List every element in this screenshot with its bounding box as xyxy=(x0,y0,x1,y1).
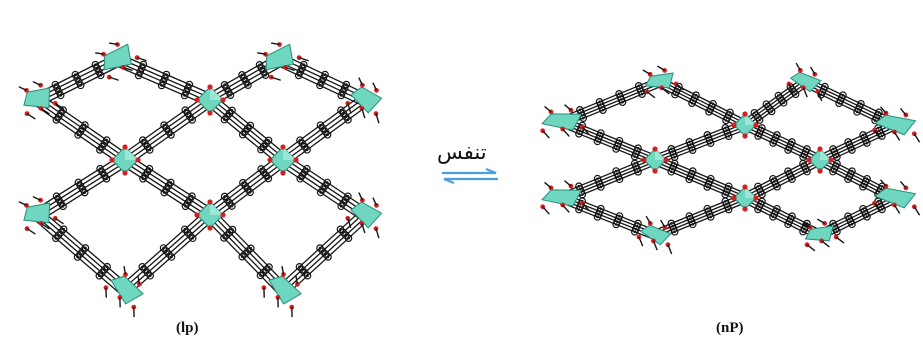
organic-linker xyxy=(121,94,214,166)
oxygen-atom xyxy=(742,206,748,212)
metal-node xyxy=(731,184,759,212)
metal-node xyxy=(194,199,226,231)
oxygen-atom xyxy=(194,212,200,218)
metal-chain xyxy=(636,215,673,255)
oxygen-atom xyxy=(194,97,200,103)
organic-linker xyxy=(121,154,214,221)
metal-chain xyxy=(872,106,921,143)
organic-linker xyxy=(115,53,213,107)
metal-chain xyxy=(786,62,823,102)
organic-linker xyxy=(34,154,129,221)
oxygen-atom xyxy=(731,122,737,128)
narrow-pore-caption: (nP) xyxy=(716,320,744,336)
oxygen-atom xyxy=(122,144,128,150)
oxygen-atom xyxy=(731,195,737,201)
organic-linker xyxy=(277,53,368,107)
organic-linker xyxy=(205,154,288,221)
organic-linker xyxy=(279,154,369,221)
metal-node xyxy=(194,84,226,116)
oxygen-atom xyxy=(280,144,286,150)
oxygen-atom xyxy=(207,199,213,205)
metal-node xyxy=(806,146,834,174)
oxygen-atom xyxy=(817,146,823,152)
organic-linker xyxy=(34,94,129,166)
metal-node xyxy=(641,146,669,174)
metal-chain xyxy=(540,180,590,215)
organic-linker xyxy=(205,94,288,166)
metal-node xyxy=(109,144,141,176)
oxygen-atom xyxy=(122,170,128,176)
breathing-label: تنفس xyxy=(437,140,487,164)
oxygen-atom xyxy=(207,110,213,116)
metal-node xyxy=(267,144,299,176)
organic-linker xyxy=(279,94,369,166)
organic-linker xyxy=(560,193,657,240)
metal-chain xyxy=(642,65,685,99)
metal-chain xyxy=(103,265,144,318)
oxygen-atom xyxy=(293,157,299,163)
oxygen-atom xyxy=(817,168,823,174)
organic-linker xyxy=(560,117,657,165)
narrow-pore-framework xyxy=(540,62,921,255)
oxygen-atom xyxy=(806,157,812,163)
metal-chain xyxy=(540,104,590,139)
metal-chain xyxy=(345,192,383,239)
organic-linker xyxy=(742,120,823,165)
oxygen-atom xyxy=(753,122,759,128)
organic-linker xyxy=(742,155,823,203)
oxygen-atom xyxy=(280,170,286,176)
metal-chain xyxy=(95,42,147,81)
metal-chain xyxy=(872,179,921,216)
metal-chain xyxy=(261,265,302,318)
oxygen-atom xyxy=(267,157,273,163)
large-pore-framework xyxy=(18,42,383,318)
oxygen-atom xyxy=(135,157,141,163)
organic-linker xyxy=(33,209,130,296)
metal-chain xyxy=(18,195,64,235)
metal-node xyxy=(731,111,759,139)
oxygen-atom xyxy=(652,146,658,152)
organic-linker xyxy=(652,155,748,203)
large-pore-caption: (lp) xyxy=(176,320,199,336)
metal-chain xyxy=(345,77,383,124)
oxygen-atom xyxy=(742,184,748,190)
metal-chain xyxy=(802,218,845,252)
metal-chain xyxy=(257,42,309,81)
organic-linker xyxy=(653,120,747,165)
organic-linker xyxy=(205,210,288,295)
organic-linker xyxy=(278,210,370,295)
metal-chain xyxy=(18,80,64,120)
organic-linker xyxy=(653,193,747,240)
oxygen-atom xyxy=(652,168,658,174)
equilibrium-arrows-icon xyxy=(442,168,498,184)
oxygen-atom xyxy=(753,195,759,201)
oxygen-atom xyxy=(207,84,213,90)
oxygen-atom xyxy=(742,133,748,139)
oxygen-atom xyxy=(828,157,834,163)
oxygen-atom xyxy=(641,157,647,163)
organic-linker xyxy=(120,210,215,295)
oxygen-atom xyxy=(220,97,226,103)
oxygen-atom xyxy=(207,225,213,231)
organic-linker xyxy=(657,77,748,130)
oxygen-atom xyxy=(220,212,226,218)
oxygen-atom xyxy=(109,157,115,163)
organic-linker xyxy=(742,193,823,240)
oxygen-atom xyxy=(663,157,669,163)
oxygen-atom xyxy=(742,111,748,117)
